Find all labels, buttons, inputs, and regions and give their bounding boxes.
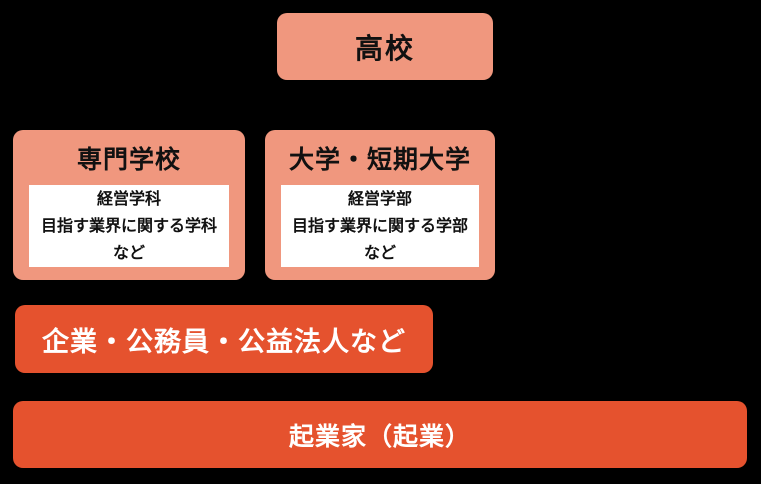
detail-line: など [363,244,396,262]
detail-line: 経営学部 [347,190,412,208]
university-title: 大学・短期大学 [288,145,471,174]
node-highschool: 高校 [277,13,493,80]
node-university: 大学・短期大学 経営学部 目指す業界に関する学部 など [265,130,495,280]
vocational-school-detail-card: 経営学科 目指す業界に関する学科 など [29,185,229,267]
vocational-school-title: 専門学校 [76,145,181,174]
employment-label: 企業・公務員・公益法人など [42,326,406,357]
node-highschool-label: 高校 [354,32,415,64]
node-vocational-school: 専門学校 経営学科 目指す業界に関する学科 など [13,130,245,280]
node-employment: 企業・公務員・公益法人など [15,305,433,373]
detail-line: 目指す業界に関する学科 [40,217,217,235]
detail-line: など [112,244,145,262]
node-entrepreneur: 起業家（起業） [13,401,747,468]
detail-line: 経営学科 [96,190,161,208]
entrepreneur-label: 起業家（起業） [288,422,471,451]
detail-line: 目指す業界に関する学部 [291,217,468,235]
university-detail-card: 経営学部 目指す業界に関する学部 など [281,185,479,267]
